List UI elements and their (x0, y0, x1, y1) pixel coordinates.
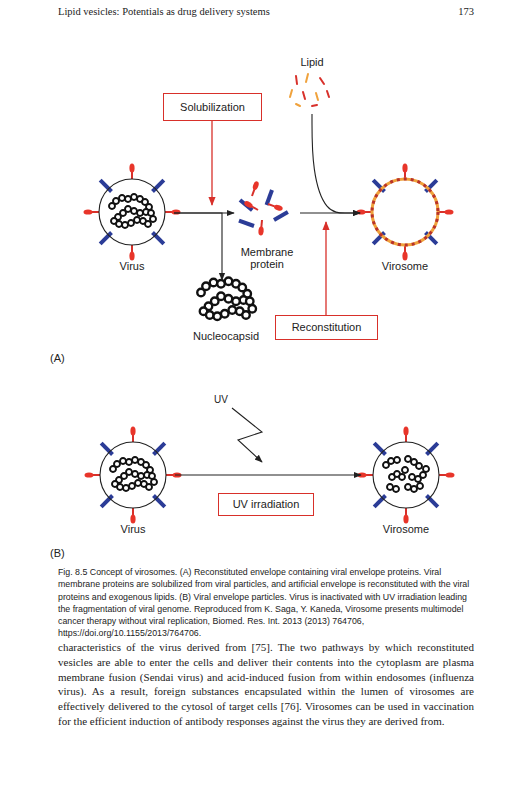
flow-arrow (174, 213, 222, 280)
node-text: Virosome (383, 523, 429, 535)
virus-illustration: Virus (91, 433, 175, 535)
membrane-protein-fragments (238, 181, 289, 236)
flow-arrow (174, 212, 234, 213)
process-box: Reconstitution (275, 315, 378, 340)
figure-caption: Fig. 8.5 Concept of virosomes. (A) Recon… (58, 566, 474, 640)
nucleocapsid-illustration: Nucleocapsid (185, 280, 267, 342)
node-text: Virus (121, 523, 146, 535)
panel-letter: (A) (50, 351, 80, 365)
uv-label: UV (214, 394, 244, 406)
virosome-illustration: Virosome (360, 170, 450, 272)
node-text: Virosome (382, 260, 428, 272)
page-number: 173 (424, 5, 474, 18)
virosome-reconstituted (357, 164, 454, 261)
reconstitution-arrow (325, 222, 326, 315)
virus-particle (84, 164, 181, 261)
solubilization-arrow (211, 121, 212, 205)
lipid-fragments (290, 74, 329, 106)
running-header: Lipid vesicles: Potentials as drug deliv… (58, 5, 438, 18)
flow-arrow (175, 474, 361, 475)
node-text: Lipid (300, 56, 323, 69)
virus-illustration: Virus (90, 170, 174, 272)
virosome-inactivated (358, 427, 455, 524)
process-box: UV irradiation (218, 493, 314, 516)
body-text: characteristics of the virus derived fro… (58, 640, 474, 729)
node-text: Virus (120, 260, 145, 272)
node-text: Solubilization (180, 101, 245, 114)
virus-particle (85, 427, 182, 524)
node-text: UV irradiation (233, 498, 300, 511)
flow-arrow (312, 114, 360, 213)
uv-zigzag-arrow (232, 408, 262, 462)
flow-arrow (300, 212, 360, 213)
lipid-illustration: Lipid (282, 56, 342, 114)
nucleocapsid-strand (197, 278, 256, 321)
node-text: Nucleocapsid (193, 330, 259, 342)
node-text: Reconstitution (292, 321, 362, 334)
protein-illustration: Membrane protein (234, 186, 300, 270)
panel-letter: (B) (50, 546, 80, 560)
virosome-illustration: Virosome (361, 433, 451, 535)
node-text: Membrane protein (234, 246, 300, 270)
process-box: Solubilization (163, 93, 262, 121)
